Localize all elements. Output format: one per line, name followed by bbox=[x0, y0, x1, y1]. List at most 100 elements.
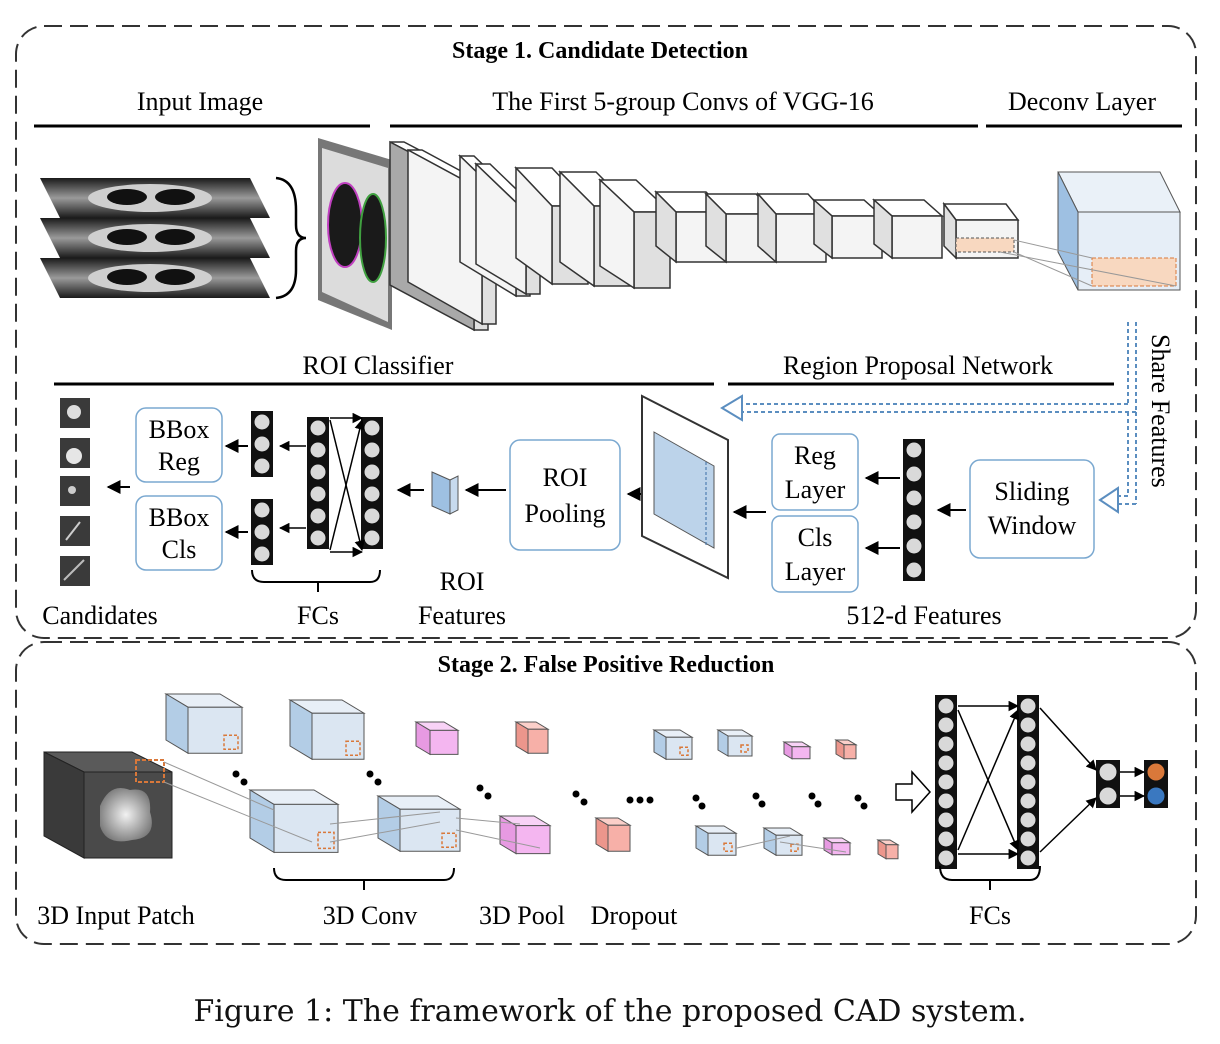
bbox-cls-line2: Cls bbox=[162, 535, 197, 564]
fc-connections-stage1 bbox=[278, 412, 365, 558]
conv5-feature-highlight bbox=[955, 237, 1015, 253]
ct-slice-stack bbox=[40, 178, 270, 298]
neuron bbox=[937, 830, 955, 848]
neuron bbox=[937, 735, 955, 753]
roi-pooling-line1: ROI bbox=[543, 463, 588, 492]
conv-cube-top-4 bbox=[716, 729, 754, 757]
fc-reg-column bbox=[251, 411, 273, 477]
ellipsis-dots bbox=[232, 770, 868, 810]
fcs-label-stage1: FCs bbox=[297, 601, 339, 630]
neuron bbox=[1019, 773, 1037, 791]
neuron bbox=[905, 513, 923, 531]
features-512d-label: 512-d Features bbox=[846, 601, 1001, 630]
neuron bbox=[1098, 762, 1118, 782]
fc-hidden-column-2 bbox=[361, 417, 383, 549]
neuron bbox=[1098, 786, 1118, 806]
neuron bbox=[905, 465, 923, 483]
neuron bbox=[253, 501, 271, 519]
cls-layer-box: Cls Layer bbox=[771, 515, 859, 593]
neuron bbox=[309, 529, 327, 547]
cls-layer-line2: Layer bbox=[785, 557, 846, 586]
dropout-cube-bottom bbox=[594, 817, 632, 853]
cls-layer-line1: Cls bbox=[798, 523, 833, 552]
share-features-arrow bbox=[720, 322, 1137, 514]
dropout-cube-top-2 bbox=[834, 739, 858, 760]
figure-caption: Figure 1: The framework of the proposed … bbox=[193, 994, 1027, 1029]
neuron bbox=[253, 457, 271, 475]
conv-cube-bottom-2 bbox=[376, 795, 462, 853]
neuron bbox=[905, 561, 923, 579]
vgg-conv-layers bbox=[389, 140, 1020, 332]
conv-brace bbox=[273, 867, 455, 881]
neuron bbox=[937, 849, 955, 867]
neuron bbox=[309, 441, 327, 459]
stage2-output-pair bbox=[1144, 760, 1168, 808]
vgg-label: The First 5-group Convs of VGG-16 bbox=[492, 87, 874, 116]
neuron bbox=[1019, 754, 1037, 772]
reg-layer-box: Reg Layer bbox=[771, 433, 859, 511]
neuron bbox=[253, 545, 271, 563]
stage2-hidden-pair bbox=[1096, 760, 1120, 808]
roi-pooling-line2: Pooling bbox=[525, 499, 606, 528]
neuron-columns bbox=[251, 411, 1168, 869]
neuron bbox=[1019, 830, 1037, 848]
stage2-frame bbox=[15, 641, 1197, 945]
reg-layer-line1: Reg bbox=[794, 441, 836, 470]
conv-label: 3D Conv bbox=[323, 901, 418, 930]
neuron bbox=[937, 754, 955, 772]
pool-cube-top bbox=[414, 721, 460, 756]
roi-pooling-box: ROI Pooling bbox=[509, 439, 621, 551]
neuron bbox=[309, 419, 327, 437]
neuron bbox=[905, 537, 923, 555]
roi-feature-cube bbox=[431, 471, 459, 515]
neuron bbox=[1146, 762, 1166, 782]
neuron bbox=[1019, 811, 1037, 829]
roi-classifier-label: ROI Classifier bbox=[303, 351, 454, 380]
rpn-512d-column bbox=[903, 439, 925, 581]
neuron bbox=[309, 507, 327, 525]
fc-connections-stage2 bbox=[957, 700, 1146, 860]
deconv-cube bbox=[1057, 171, 1181, 291]
conv-connection-lines bbox=[163, 761, 847, 853]
stage2-fc-column-1 bbox=[935, 695, 957, 869]
neuron bbox=[937, 811, 955, 829]
bbox-reg-line1: BBox bbox=[149, 415, 210, 444]
rpn-label: Region Proposal Network bbox=[783, 351, 1053, 380]
pool-cube-bottom-2 bbox=[822, 837, 852, 856]
input-image-label: Input Image bbox=[137, 87, 263, 116]
conv-cube-bottom-1 bbox=[248, 789, 340, 854]
neuron bbox=[905, 441, 923, 459]
rgb-input-slice bbox=[318, 138, 392, 330]
conv-cube-top-3 bbox=[652, 729, 694, 761]
bbox-cls-line1: BBox bbox=[149, 503, 210, 532]
dropout-cube-bottom-2 bbox=[876, 839, 900, 860]
dropout-cube-top bbox=[514, 721, 550, 755]
conv-cube-top-2 bbox=[288, 699, 366, 761]
fc-hidden-column-1 bbox=[307, 417, 329, 549]
bbox-reg-box: BBox Reg bbox=[135, 407, 223, 483]
share-features-label: Share Features bbox=[1146, 334, 1175, 488]
candidates-label: Candidates bbox=[42, 601, 158, 630]
stage1-frame bbox=[15, 25, 1197, 639]
slice-brace bbox=[275, 176, 307, 300]
neuron bbox=[937, 697, 955, 715]
stage2-feature-cubes bbox=[164, 693, 900, 860]
fcs-label-stage2: FCs bbox=[969, 901, 1011, 930]
sliding-window-box: Sliding Window bbox=[969, 459, 1095, 559]
neuron bbox=[1019, 735, 1037, 753]
bbox-reg-line2: Reg bbox=[158, 447, 200, 476]
candidate-thumbnails bbox=[60, 398, 90, 586]
roi-features-line2: Features bbox=[418, 601, 506, 630]
roi-features-line1: ROI bbox=[440, 567, 485, 596]
pool-label: 3D Pool bbox=[479, 901, 565, 930]
pool-cube-bottom bbox=[498, 815, 552, 855]
neuron bbox=[363, 529, 381, 547]
fc-cls-column bbox=[251, 499, 273, 565]
shared-feature-map bbox=[641, 394, 729, 580]
conv-group-4c bbox=[756, 192, 828, 264]
neuron bbox=[1019, 849, 1037, 867]
neuron bbox=[363, 485, 381, 503]
neuron bbox=[309, 485, 327, 503]
fcs-brace-stage1 bbox=[251, 569, 381, 583]
